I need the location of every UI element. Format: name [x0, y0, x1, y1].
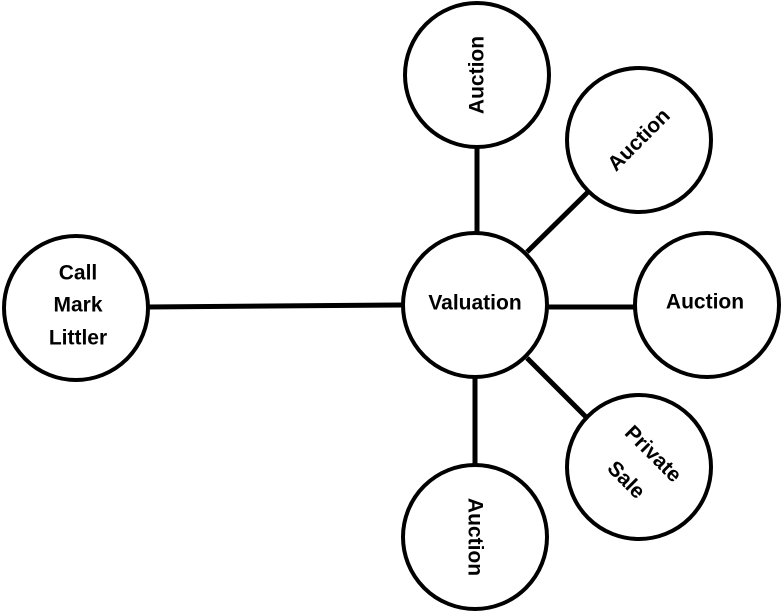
- edge-valuation-to-private-sale: [525, 356, 592, 423]
- node-call-line-3: Littler: [49, 327, 107, 350]
- edge-valuation-to-call: [147, 302, 403, 310]
- node-auction-right-label: Auction: [666, 291, 744, 314]
- node-valuation: Valuation: [401, 231, 549, 379]
- node-auction-right: Auction: [633, 231, 781, 379]
- node-valuation-label: Valuation: [428, 292, 521, 315]
- node-auction-top-label: Auction: [466, 36, 489, 114]
- node-auction-bottom: Auction: [401, 463, 549, 611]
- node-call-line-2: Mark: [53, 294, 102, 317]
- node-private-sale: Private Sale: [565, 393, 713, 541]
- node-auction-bottom-label: Auction: [464, 498, 487, 576]
- node-auction-top: Auction: [403, 1, 551, 149]
- node-call-line-1: Call: [59, 262, 98, 285]
- node-auction-upper-right: Auction: [565, 66, 713, 214]
- node-call-mark-littler: Call Mark Littler: [2, 234, 150, 382]
- edge-valuation-to-upper-right-auction: [525, 188, 592, 254]
